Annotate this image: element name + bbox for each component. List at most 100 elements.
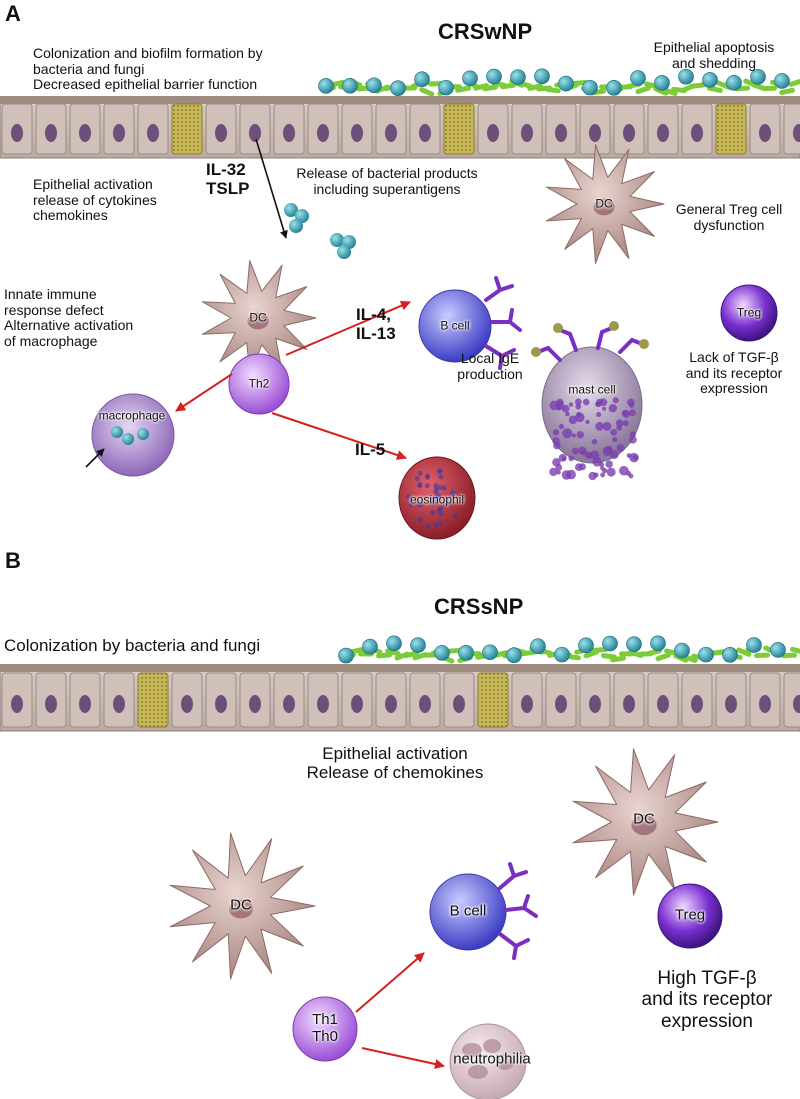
cell-nucleus: [521, 695, 533, 713]
cell-nucleus: [657, 124, 669, 142]
fungal-hypha: [385, 648, 401, 657]
cell-nucleus: [45, 124, 57, 142]
mast-granule: [582, 398, 590, 406]
eosinophil-granule: [433, 494, 439, 500]
mast-granule: [558, 423, 565, 430]
b-cell-b: [429, 862, 538, 960]
cell-nucleus: [555, 124, 567, 142]
treg-cell-b: [657, 883, 723, 949]
bacterium: [510, 69, 526, 85]
tgf-high-label: High TGF-β and its receptor expression: [641, 968, 773, 1032]
th1-th0-cell: [292, 996, 358, 1062]
mast-granule: [610, 450, 619, 459]
bacterium: [390, 80, 406, 96]
bacterium: [602, 635, 618, 652]
bacterium: [506, 647, 522, 663]
cell-nucleus: [215, 124, 227, 142]
mast-cell-label: mast cell: [568, 382, 616, 397]
dc-label-b-right: DC: [633, 810, 655, 828]
cell-nucleus: [793, 124, 800, 142]
fungal-hypha: [754, 652, 771, 659]
bacterium: [726, 75, 742, 91]
eosinophil-granule: [433, 522, 439, 528]
mast-granule: [571, 447, 579, 455]
mast-granule: [595, 401, 602, 407]
cell-nucleus: [419, 695, 431, 713]
epithelial-activation-label-a: Epithelial activation release of cytokin…: [33, 176, 157, 224]
cell-nucleus: [351, 124, 363, 142]
eosinophil-granule: [406, 494, 412, 500]
mast-granule: [622, 420, 629, 427]
il4-il13-label: IL-4, IL-13: [356, 305, 396, 344]
arrows-a: [85, 138, 411, 468]
fungal-hypha: [500, 82, 517, 90]
fungal-hypha: [544, 86, 561, 94]
eosinophil-granule: [417, 470, 423, 476]
eosinophil-granule: [418, 517, 424, 523]
cell-nucleus: [385, 695, 397, 713]
th1-th0-label: Th1 Th0: [312, 1011, 338, 1045]
bacterium: [746, 637, 762, 653]
bacterial-products-label: Release of bacterial products including …: [296, 165, 478, 197]
epithelial-cell: [783, 672, 800, 728]
bacterium: [650, 635, 666, 652]
eosinophil-granule: [425, 523, 431, 529]
mast-granule: [629, 431, 636, 438]
bacterium: [534, 68, 550, 85]
mast-granule: [552, 429, 560, 436]
treg-dysfunction-label: General Treg cell dysfunction: [675, 201, 783, 233]
mast-granule: [606, 467, 616, 477]
mast-granule: [562, 456, 567, 461]
fungal-hypha: [376, 652, 393, 659]
treg-label-a: Treg: [736, 305, 762, 320]
eosinophil-granule: [437, 468, 443, 474]
dc-nucleus: [631, 814, 657, 836]
bacterium: [410, 637, 426, 653]
mast-granule: [562, 428, 573, 439]
cell-nucleus: [623, 695, 635, 713]
superantigen-bacteria: [284, 203, 356, 259]
bacterium: [338, 647, 354, 664]
cell-nucleus: [113, 124, 125, 142]
eosinophil-granule: [452, 513, 458, 519]
goblet-cell: [137, 672, 169, 728]
fungal-hypha: [527, 83, 543, 91]
il5-label: IL-5: [355, 440, 386, 459]
cell-nucleus: [691, 695, 703, 713]
bacterium: [630, 70, 646, 86]
mast-granule: [565, 411, 570, 417]
arrow-th2-to-bcell: [285, 300, 411, 356]
fungal-hypha: [493, 650, 509, 658]
fungal-hypha: [419, 87, 435, 97]
dendritic-cell-a-right: [545, 144, 665, 264]
cell-nucleus: [113, 695, 125, 713]
treg-label-b: Treg: [674, 906, 706, 924]
cell-nucleus: [589, 695, 601, 713]
cell-nucleus: [589, 124, 601, 142]
bacterium: [654, 75, 670, 91]
eosinophil-granule: [438, 484, 444, 490]
fungal-hypha: [473, 83, 489, 91]
eosinophil-granule: [443, 500, 449, 506]
bacterium: [438, 79, 454, 96]
mast-granule: [610, 428, 618, 436]
fungal-hypha: [781, 652, 798, 659]
fungal-hypha: [788, 78, 800, 87]
arrow-th-to-neutrophil: [361, 1047, 445, 1069]
dendritic-cell-b-right: [572, 748, 719, 896]
arrow-th2-to-macrophage: [175, 373, 233, 412]
cell-nucleus: [317, 124, 329, 142]
eosinophil-granule: [449, 492, 455, 498]
fungal-hypha: [761, 85, 778, 92]
bacterium: [530, 638, 546, 655]
cell-nucleus: [419, 124, 431, 142]
dc-label-a-right: DC: [595, 196, 613, 211]
mast-granule: [556, 470, 561, 475]
mast-granule: [591, 439, 598, 445]
fungal-hypha: [610, 655, 627, 663]
panel-a: [0, 68, 800, 540]
cell-nucleus: [691, 124, 703, 142]
cell-nucleus: [11, 695, 23, 713]
eosinophil-label: eosinophil: [409, 492, 465, 507]
cell-nucleus: [555, 695, 567, 713]
